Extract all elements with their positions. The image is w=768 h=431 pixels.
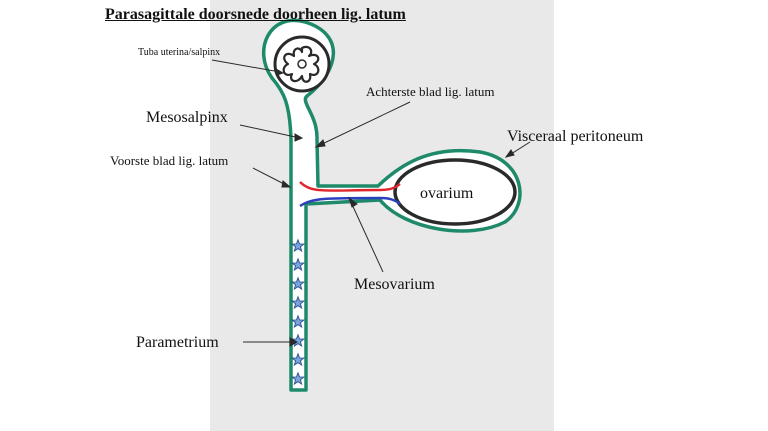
parametrium-star-icon — [290, 238, 306, 253]
posterior-layer-blue — [299, 196, 401, 208]
achterste-blad-leader-line — [317, 101, 411, 147]
mesosalpinx-leader-line — [239, 124, 301, 139]
label-parametrium: Parametrium — [136, 334, 219, 351]
parametrium-star-icon — [290, 333, 306, 348]
parametrium-stars — [290, 238, 306, 386]
ovarium-body — [393, 158, 517, 226]
page-title: Parasagittale doorsnede doorheen lig. la… — [105, 6, 406, 23]
anterior-layer-red — [299, 181, 401, 192]
parametrium-star-icon — [290, 276, 306, 291]
parametrium-star-icon — [290, 314, 306, 329]
label-tuba-uterina: Tuba uterina/salpinx — [138, 47, 221, 58]
mesosalpinx-arrowhead — [294, 133, 304, 142]
tuba-leader-line — [211, 59, 281, 73]
parametrium-arrowhead — [289, 337, 299, 347]
parametrium-star-icon — [290, 371, 306, 386]
parametrium-star-icon — [290, 295, 306, 310]
tuba-arrowhead — [275, 68, 285, 76]
label-achterste-blad: Achterste blad lig. latum — [366, 84, 495, 99]
tuba-lumen — [297, 59, 307, 69]
mesovarium-leader-line — [349, 199, 384, 273]
parametrium-star-icon — [290, 257, 306, 272]
label-ovarium: ovarium — [420, 185, 474, 202]
mesovarium-arrowhead — [348, 196, 358, 208]
voorste-blad-arrowhead — [281, 180, 292, 188]
peritoneum-outline — [261, 18, 522, 392]
visceraal-peritoneum-arrowhead — [504, 149, 515, 158]
label-voorste-blad: Voorste blad lig. latum — [110, 153, 229, 168]
achterste-blad-arrowhead — [314, 139, 326, 148]
label-visceraal-peritoneum: Visceraal peritoneum — [507, 128, 644, 145]
label-mesovarium: Mesovarium — [354, 276, 435, 293]
parametrium-star-icon — [290, 352, 306, 367]
label-mesosalpinx: Mesosalpinx — [146, 109, 228, 126]
